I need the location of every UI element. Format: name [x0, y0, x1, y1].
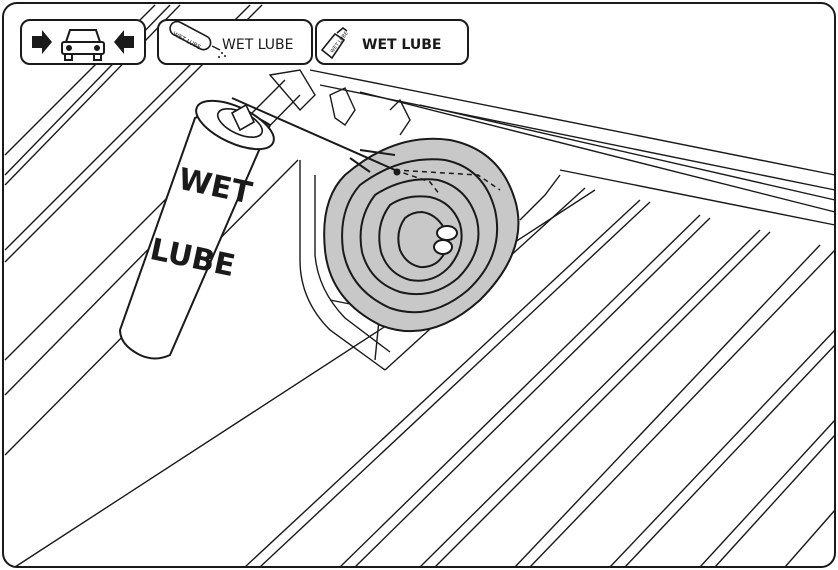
truck-front-icon — [61, 29, 105, 61]
push-inward-icon — [32, 30, 134, 54]
cover-slats — [14, 187, 836, 568]
spray-wet-lube-box: WET LUBE WET LUBE — [157, 19, 313, 65]
spring-coil — [323, 137, 520, 333]
push-inward-icon-box — [20, 19, 146, 65]
spray-tube — [231, 97, 501, 196]
spray-wet-lube-label: WET LUBE — [222, 37, 294, 53]
spray-can: WET LUBE — [118, 99, 275, 360]
bottle-wet-lube-label: WET LUBE — [362, 37, 441, 53]
housing — [268, 69, 561, 371]
bottle-wet-lube-box: WET LUBE WET LUBE — [315, 19, 469, 65]
top-rail — [309, 69, 836, 226]
